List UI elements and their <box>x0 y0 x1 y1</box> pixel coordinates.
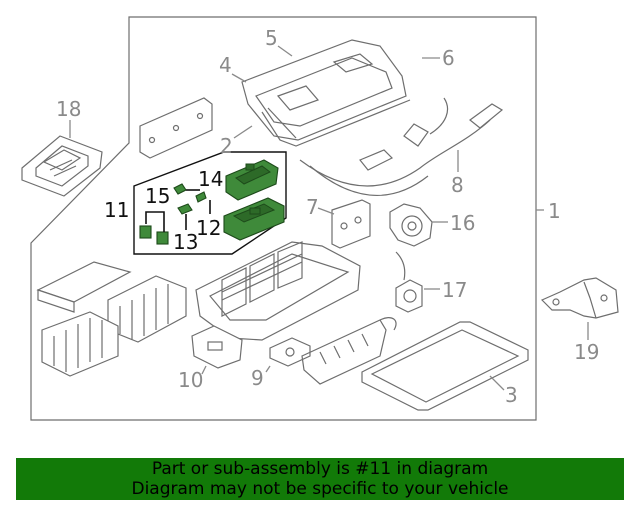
assembly-boundary <box>30 16 537 421</box>
part-17-sensor <box>395 251 423 313</box>
callout-15: 15 <box>145 184 170 208</box>
gasket-plate <box>139 97 213 159</box>
parts-diagram: 1 2 3 4 5 6 7 8 9 10 11 12 13 14 15 16 1… <box>21 16 619 421</box>
notice-line-1: Part or sub-assembly is #11 in diagram <box>151 459 489 479</box>
callout-11: 11 <box>104 198 129 222</box>
callout-17: 17 <box>442 278 467 302</box>
part-10-rail <box>191 325 243 369</box>
part-7-bracket <box>331 199 371 249</box>
callout-4: 4 <box>219 53 232 77</box>
callout-7: 7 <box>306 195 319 219</box>
callout-4-leader <box>231 73 247 83</box>
part-5-upper-case <box>241 39 411 147</box>
callout-7-leader <box>317 207 335 215</box>
part-15-clip-highlighted <box>173 183 207 215</box>
callout-10-leader <box>201 365 207 375</box>
part-16-blower <box>389 203 433 247</box>
notice-line-2: Diagram may not be specific to your vehi… <box>131 479 509 499</box>
part-13-connector-highlighted <box>139 225 169 245</box>
part-12-module-highlighted <box>223 197 285 241</box>
callout-9-leader <box>265 365 271 373</box>
part-3-gasket <box>361 321 529 411</box>
callout-9: 9 <box>251 366 264 390</box>
notice-banner: Part or sub-assembly is #11 in diagram D… <box>16 458 624 500</box>
busbar-harness <box>301 317 397 385</box>
callout-8: 8 <box>451 173 464 197</box>
part-18-cover <box>21 135 103 197</box>
callout-10: 10 <box>178 368 203 392</box>
callout-12: 12 <box>196 216 221 240</box>
callout-3-leader <box>489 375 505 391</box>
callout-18: 18 <box>56 97 81 121</box>
callout-19: 19 <box>574 340 599 364</box>
callout-1: 1 <box>548 199 561 223</box>
part-19-bracket <box>540 277 619 319</box>
callout-2-leader <box>233 125 253 139</box>
part-14-module-highlighted <box>225 159 279 201</box>
callout-16: 16 <box>450 211 475 235</box>
part-8-harness <box>299 97 504 196</box>
callout-15-leader <box>145 211 165 232</box>
callout-5: 5 <box>265 26 278 50</box>
callout-3: 3 <box>505 383 518 407</box>
part-9-plate <box>269 337 311 367</box>
callout-13: 13 <box>173 230 198 254</box>
callout-5-leader <box>277 45 293 57</box>
callout-2: 2 <box>220 134 233 158</box>
callout-14: 14 <box>198 167 223 191</box>
battery-module-group <box>36 261 187 377</box>
callout-6: 6 <box>442 46 455 70</box>
lower-tray <box>195 241 361 341</box>
